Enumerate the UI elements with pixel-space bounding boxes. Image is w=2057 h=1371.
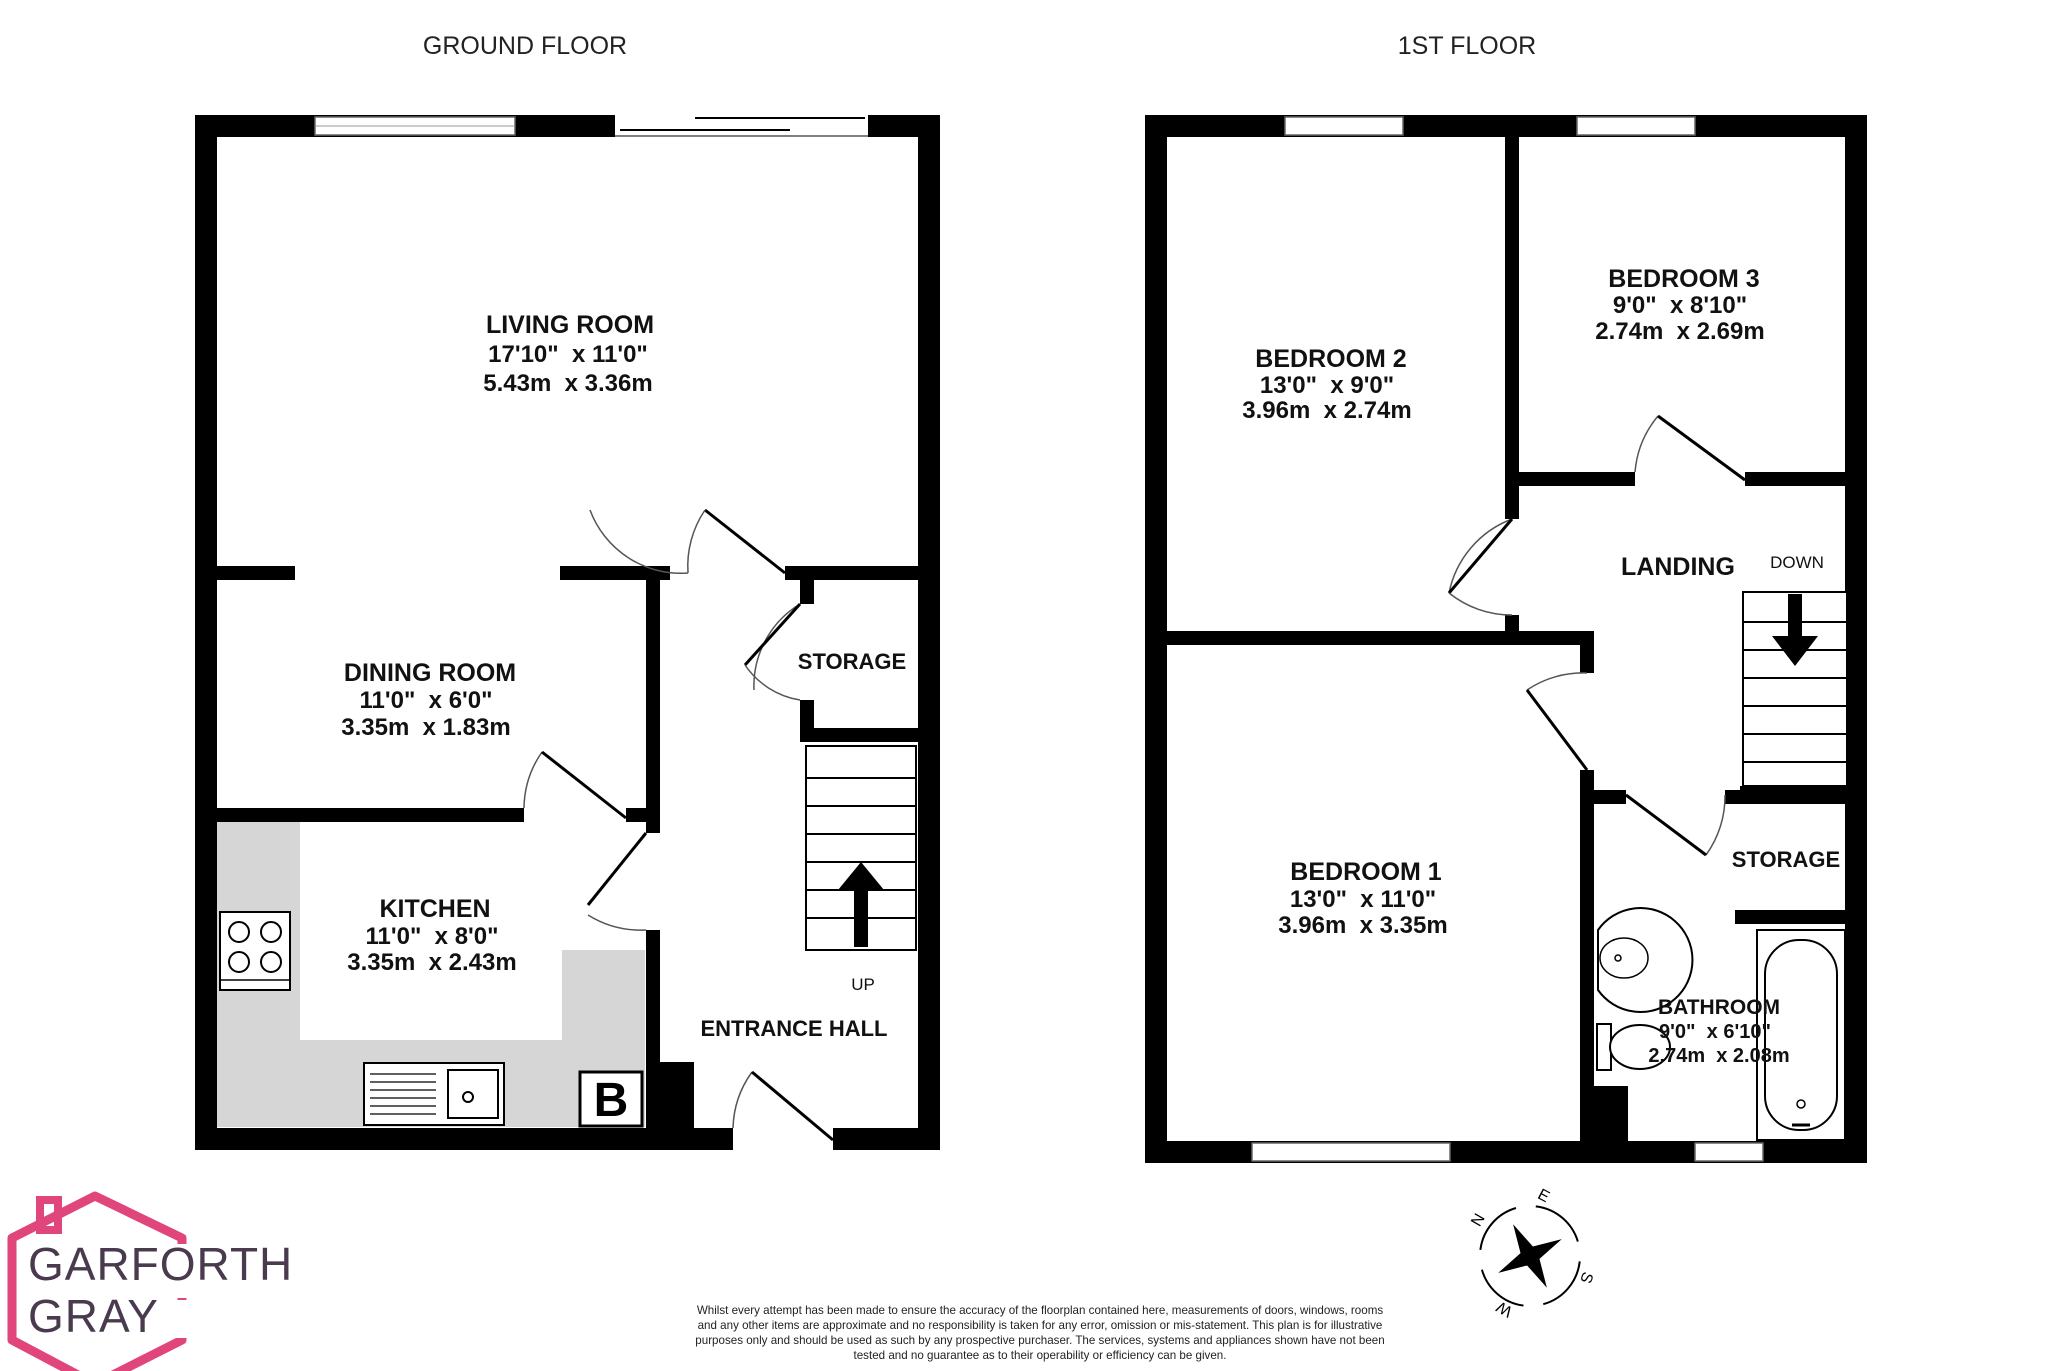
logo-line-2: GRAY: [28, 1290, 159, 1342]
washbasin-icon: [1597, 907, 1694, 1013]
bedroom-3-dim-metric: 2.74m x 2.69m: [1595, 318, 1764, 345]
compass-n-label: N: [1468, 1211, 1489, 1230]
stairs-up-label: UP: [851, 975, 875, 994]
wall: [1740, 786, 1845, 800]
arrow-up-icon: [838, 862, 884, 890]
wall: [785, 566, 918, 580]
stairs-down: [1742, 591, 1848, 787]
wall: [560, 566, 670, 580]
wall: [646, 573, 660, 833]
wall: [1594, 1086, 1628, 1143]
wall: [195, 1128, 733, 1150]
wall: [1505, 472, 1635, 486]
wall: [800, 566, 814, 604]
stairs-up: [805, 745, 917, 951]
kitchen-dim-metric: 3.35m x 2.43m: [347, 949, 516, 976]
dining-room-name: DINING ROOM: [344, 659, 516, 687]
first-storage-name: STORAGE: [1732, 847, 1840, 872]
first-floor-plan: [1145, 115, 1867, 1163]
bathroom-dim-metric: 2.74m x 2.08m: [1648, 1045, 1789, 1067]
bathroom-name: BATHROOM: [1658, 996, 1780, 1019]
compass-e-label: E: [1535, 1186, 1552, 1206]
wall: [646, 930, 660, 1128]
bedroom-1-name: BEDROOM 1: [1290, 858, 1442, 886]
bedroom-2-dim-imperial: 13'0" x 9'0": [1260, 372, 1394, 399]
window: [1284, 116, 1404, 136]
compass-w-label: W: [1493, 1297, 1515, 1320]
kitchen-name: KITCHEN: [379, 895, 490, 923]
logo-line-1: GARFORTH: [28, 1238, 294, 1290]
wall: [1580, 631, 1594, 673]
wall: [1735, 910, 1845, 924]
wall: [800, 728, 918, 742]
dining-room-dim-imperial: 11'0" x 6'0": [360, 687, 493, 714]
first-floor-title: 1ST FLOOR: [1398, 32, 1536, 60]
wall: [1745, 472, 1845, 486]
bedroom-1-dim-metric: 3.96m x 3.35m: [1278, 912, 1447, 939]
ground-floor-title: GROUND FLOOR: [423, 32, 627, 60]
ground-floor-plan: B: [195, 115, 940, 1150]
wall: [918, 115, 940, 1150]
wall: [1145, 115, 1867, 137]
living-room-dim-imperial: 17'10" x 11'0": [488, 341, 648, 368]
wall: [1580, 770, 1594, 1143]
toilet-icon: [1596, 1023, 1671, 1071]
compass-icon: N E S W: [1468, 1186, 1596, 1320]
entrance-hall-name: ENTRANCE HALL: [701, 1016, 888, 1041]
bedroom-3-dim-imperial: 9'0" x 8'10": [1613, 292, 1747, 319]
disclaimer-text: Whilst every attempt has been made to en…: [695, 1304, 1385, 1362]
wall: [660, 1062, 694, 1128]
stairs-down-label: DOWN: [1770, 553, 1824, 572]
boiler-icon: B: [578, 1070, 644, 1128]
living-room-name: LIVING ROOM: [486, 311, 654, 339]
sink-icon: [363, 1062, 505, 1126]
wall: [833, 1128, 940, 1150]
window: [1251, 1142, 1451, 1162]
dining-room-dim-metric: 3.35m x 1.83m: [341, 714, 510, 741]
bath-icon: [1756, 929, 1846, 1141]
bathroom-dim-imperial: 9'0" x 6'10": [1659, 1021, 1771, 1043]
window: [1694, 1142, 1764, 1162]
bedroom-2-dim-metric: 3.96m x 2.74m: [1242, 397, 1411, 424]
svg-text:B: B: [594, 1074, 629, 1127]
logo-house-icon: [7, 1191, 220, 1371]
wall: [1145, 115, 1167, 1163]
wall: [626, 808, 660, 822]
wall: [1594, 790, 1626, 804]
wall: [217, 808, 524, 822]
kitchen-dim-imperial: 11'0" x 8'0": [366, 923, 499, 950]
wall: [195, 115, 217, 1150]
logo: GARFORTH GRAY: [28, 1238, 294, 1342]
window: [1576, 116, 1696, 136]
hob-icon: [219, 911, 291, 991]
wall: [217, 566, 295, 580]
living-room-dim-metric: 5.43m x 3.36m: [483, 370, 652, 397]
ground-storage-name: STORAGE: [798, 649, 906, 674]
wall: [1167, 631, 1587, 645]
wall: [1505, 615, 1519, 635]
compass-s-label: S: [1576, 1270, 1596, 1286]
wall: [1845, 115, 1867, 1163]
landing-name: LANDING: [1621, 553, 1735, 581]
wall: [1505, 137, 1519, 519]
bedroom-2-name: BEDROOM 2: [1255, 345, 1406, 373]
bedroom-1-dim-imperial: 13'0" x 11'0": [1290, 886, 1436, 913]
bedroom-3-name: BEDROOM 3: [1608, 265, 1759, 293]
arrow-down-icon: [1772, 636, 1818, 666]
